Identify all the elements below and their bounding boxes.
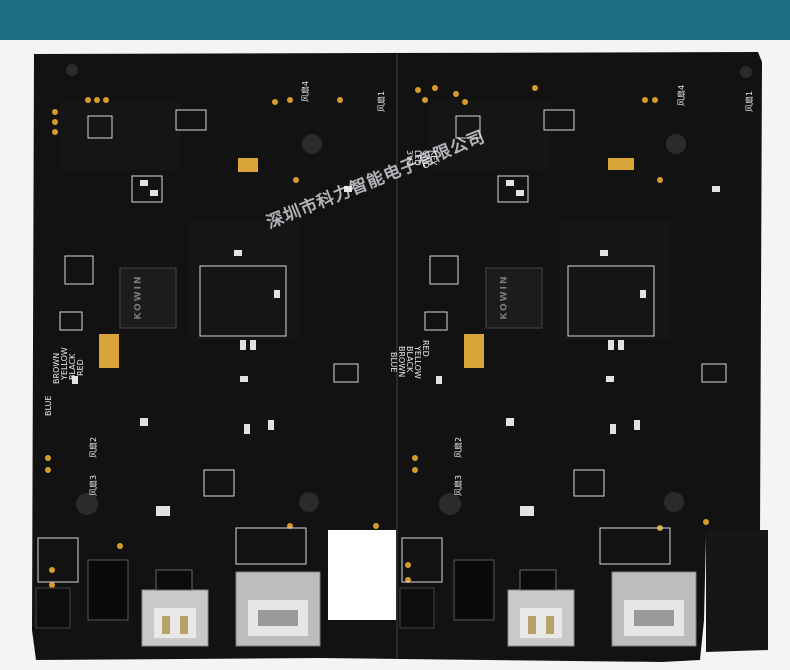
mount-hole bbox=[740, 66, 752, 78]
mount-hole bbox=[666, 134, 686, 154]
mount-hole bbox=[664, 492, 684, 512]
silk-fan4-right: 风扇4 bbox=[677, 84, 686, 106]
silk-fan3-left: 风扇3 bbox=[89, 474, 98, 496]
silk-fan2-left: 风扇2 bbox=[89, 436, 98, 458]
header-left bbox=[155, 569, 193, 591]
silk-fan2-right: 风扇2 bbox=[454, 436, 463, 458]
silk-fan1-left: 风扇1 bbox=[377, 90, 386, 112]
mount-hole bbox=[299, 492, 319, 512]
audio-jack-left bbox=[87, 559, 129, 621]
silk-fan1-right: 风扇1 bbox=[745, 90, 754, 112]
mount-hole bbox=[302, 134, 322, 154]
mount-hole bbox=[66, 64, 78, 76]
main-chip-right bbox=[485, 267, 543, 329]
pcb-board-image bbox=[32, 52, 768, 662]
silk-wire-red-left: RED bbox=[76, 359, 85, 376]
barrel-jack-left bbox=[35, 587, 71, 629]
silk-wire-black-right: BLACK bbox=[405, 346, 414, 373]
gold-pad bbox=[464, 334, 484, 368]
silk-fan3-right: 风扇3 bbox=[454, 474, 463, 496]
pcb-photo: KOWIN KOWIN 风扇4 风扇1 风扇4 风扇1 风扇2 风扇3 风扇2 … bbox=[0, 40, 790, 670]
smd-components bbox=[72, 180, 720, 516]
silk-wire-red-right: RED bbox=[421, 340, 430, 357]
barrel-jack-right bbox=[399, 587, 435, 629]
audio-jack-right bbox=[453, 559, 495, 621]
top-banner bbox=[0, 0, 790, 40]
main-chip-left bbox=[119, 267, 177, 329]
header-right bbox=[519, 569, 557, 591]
silk-wire-yellow-right: YELLOW bbox=[413, 346, 422, 379]
silk-wire-brown-right: BROWN bbox=[397, 346, 406, 378]
silk-wire-blue-left: BLUE bbox=[44, 395, 53, 416]
board-cutout bbox=[328, 530, 396, 620]
gold-pad bbox=[608, 158, 634, 170]
silkscreen-boxes bbox=[37, 109, 727, 583]
gold-pad bbox=[238, 158, 258, 172]
chip-label-left: KOWIN bbox=[133, 274, 144, 320]
gold-pad bbox=[99, 334, 119, 368]
via-row bbox=[45, 85, 709, 603]
pcb-board-right-edge bbox=[706, 530, 768, 652]
mount-hole bbox=[76, 493, 98, 515]
mount-hole bbox=[439, 493, 461, 515]
silk-fan4-left: 风扇4 bbox=[301, 80, 310, 102]
chip-label-right: KOWIN bbox=[499, 274, 510, 320]
silk-wire-blue-right: BLUE bbox=[389, 352, 398, 373]
